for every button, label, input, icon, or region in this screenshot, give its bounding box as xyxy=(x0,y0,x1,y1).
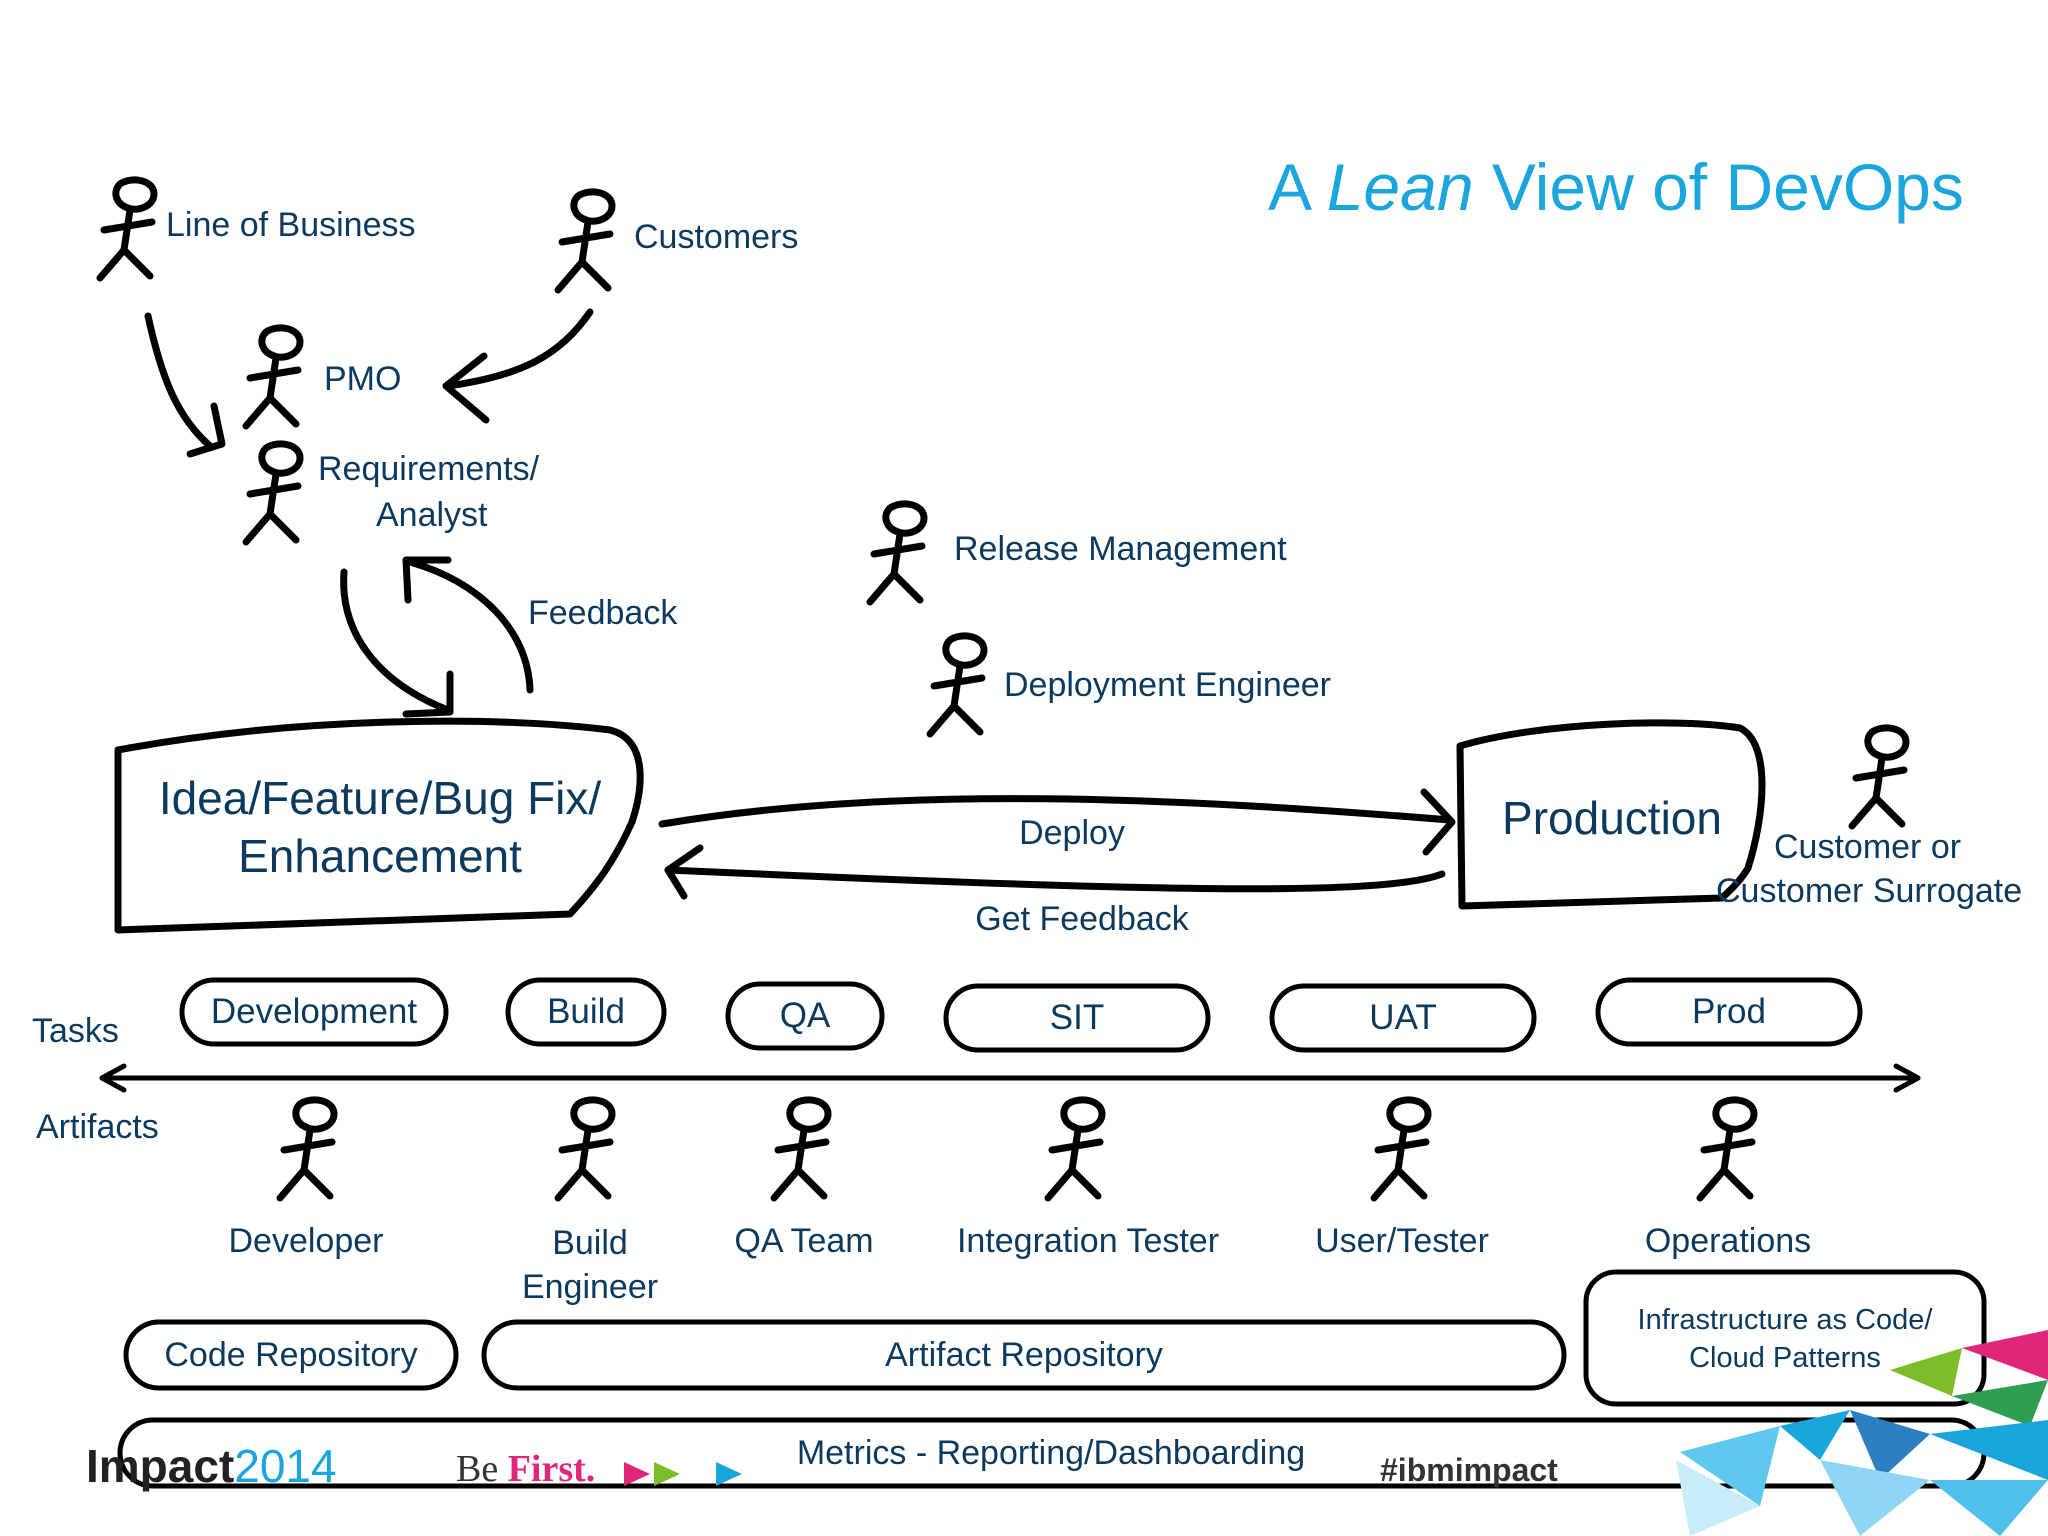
be-first-arrows-icon xyxy=(624,1462,742,1486)
task-pill-build xyxy=(505,977,667,1047)
get-feedback-arrowhead-icon xyxy=(664,844,704,900)
requirements-to-idea-arrow xyxy=(340,568,452,714)
customer-surrogate-figure-icon xyxy=(1852,728,1906,826)
footer-decoration-icon xyxy=(1676,1330,2048,1536)
integration-tester-figure-icon xyxy=(1048,1100,1102,1198)
task-qa-label: QA xyxy=(779,996,831,1035)
code-repository-box xyxy=(123,1319,459,1391)
build-engineer-label-line2: Engineer xyxy=(521,1268,659,1306)
task-pill-prod xyxy=(1595,977,1863,1047)
build-engineer-label-line1: Build xyxy=(552,1224,628,1262)
page-title: A Lean View of DevOps xyxy=(1268,150,1964,224)
idea-label-line1: Idea/Feature/Bug Fix/ xyxy=(158,772,602,824)
operations-label: Operations xyxy=(1644,1222,1812,1260)
idea-box xyxy=(114,717,644,934)
customer-surrogate-label-line1: Customer or xyxy=(1774,828,1962,866)
task-development-label: Development xyxy=(210,992,418,1031)
infrastructure-box xyxy=(1583,1269,1987,1407)
pmo-label: PMO xyxy=(324,360,402,398)
feedback-arrowhead-icon xyxy=(402,556,452,604)
task-uat-label: UAT xyxy=(1369,998,1437,1037)
feedback-arrow xyxy=(406,558,534,694)
tasks-axis-label: Tasks xyxy=(32,1012,119,1050)
task-pill-development xyxy=(179,977,449,1047)
qa-team-figure-icon xyxy=(774,1100,828,1198)
customers-figure-icon xyxy=(558,192,612,290)
line-of-business-label: Line of Business xyxy=(166,206,416,244)
infrastructure-label-line2: Cloud Patterns xyxy=(1689,1342,1881,1374)
release-management-label: Release Management xyxy=(954,530,1287,568)
developer-label: Developer xyxy=(228,1222,384,1260)
release-management-figure-icon xyxy=(870,504,924,602)
lob-arrowhead-icon xyxy=(186,402,226,458)
be-first-logo: Be First. xyxy=(456,1448,596,1490)
infrastructure-label-line1: Infrastructure as Code/ xyxy=(1637,1304,1933,1336)
requirements-analyst-figure-icon xyxy=(246,444,300,542)
hashtag: #ibmimpact xyxy=(1380,1452,1558,1488)
get-feedback-arrow xyxy=(664,866,1446,893)
task-pill-uat xyxy=(1269,983,1537,1053)
code-repository-label: Code Repository xyxy=(164,1336,418,1374)
deployment-engineer-figure-icon xyxy=(930,636,984,734)
qa-team-label: QA Team xyxy=(734,1222,874,1260)
artifact-repository-label: Artifact Repository xyxy=(885,1336,1163,1374)
impact-logo: Impact2014 xyxy=(86,1440,337,1492)
customer-surrogate-label-line2: Customer Surrogate xyxy=(1716,872,2023,910)
user-tester-figure-icon xyxy=(1374,1100,1428,1198)
operations-figure-icon xyxy=(1700,1100,1754,1198)
task-pill-qa xyxy=(725,981,885,1051)
developer-figure-icon xyxy=(280,1100,334,1198)
artifacts-axis-label: Artifacts xyxy=(36,1108,159,1146)
build-engineer-figure-icon xyxy=(558,1100,612,1198)
task-pill-sit xyxy=(943,983,1211,1053)
task-prod-label: Prod xyxy=(1692,992,1766,1031)
deploy-arrow xyxy=(658,795,1454,828)
artifact-repository-box xyxy=(481,1319,1567,1391)
customers-arrowhead-icon xyxy=(442,352,490,424)
line-of-business-figure-icon xyxy=(100,180,154,278)
requirements-label-line2: Analyst xyxy=(376,496,488,534)
lob-to-requirements-arrow xyxy=(144,312,214,450)
pmo-figure-icon xyxy=(246,328,300,426)
idea-label-line2: Enhancement xyxy=(238,830,522,882)
task-build-label: Build xyxy=(547,992,625,1031)
feedback-label: Feedback xyxy=(528,594,678,632)
deploy-arrowhead-icon xyxy=(1420,788,1456,856)
axis-left-arrowhead-icon xyxy=(99,1063,127,1093)
metrics-label: Metrics - Reporting/Dashboarding xyxy=(796,1434,1306,1472)
integration-tester-label: Integration Tester xyxy=(956,1222,1220,1260)
deployment-engineer-label: Deployment Engineer xyxy=(1004,666,1331,704)
production-box xyxy=(1456,719,1766,910)
customers-label: Customers xyxy=(634,218,799,256)
production-label: Production xyxy=(1502,792,1722,844)
requirements-label-line1: Requirements/ xyxy=(318,450,540,488)
axis-right-arrowhead-icon xyxy=(1893,1063,1921,1093)
task-sit-label: SIT xyxy=(1049,998,1105,1037)
deploy-label: Deploy xyxy=(1019,814,1125,852)
user-tester-label: User/Tester xyxy=(1315,1222,1489,1260)
get-feedback-label: Get Feedback xyxy=(975,900,1189,938)
requirements-arrowhead-icon xyxy=(402,670,454,718)
customers-to-pmo-arrow xyxy=(444,308,594,390)
